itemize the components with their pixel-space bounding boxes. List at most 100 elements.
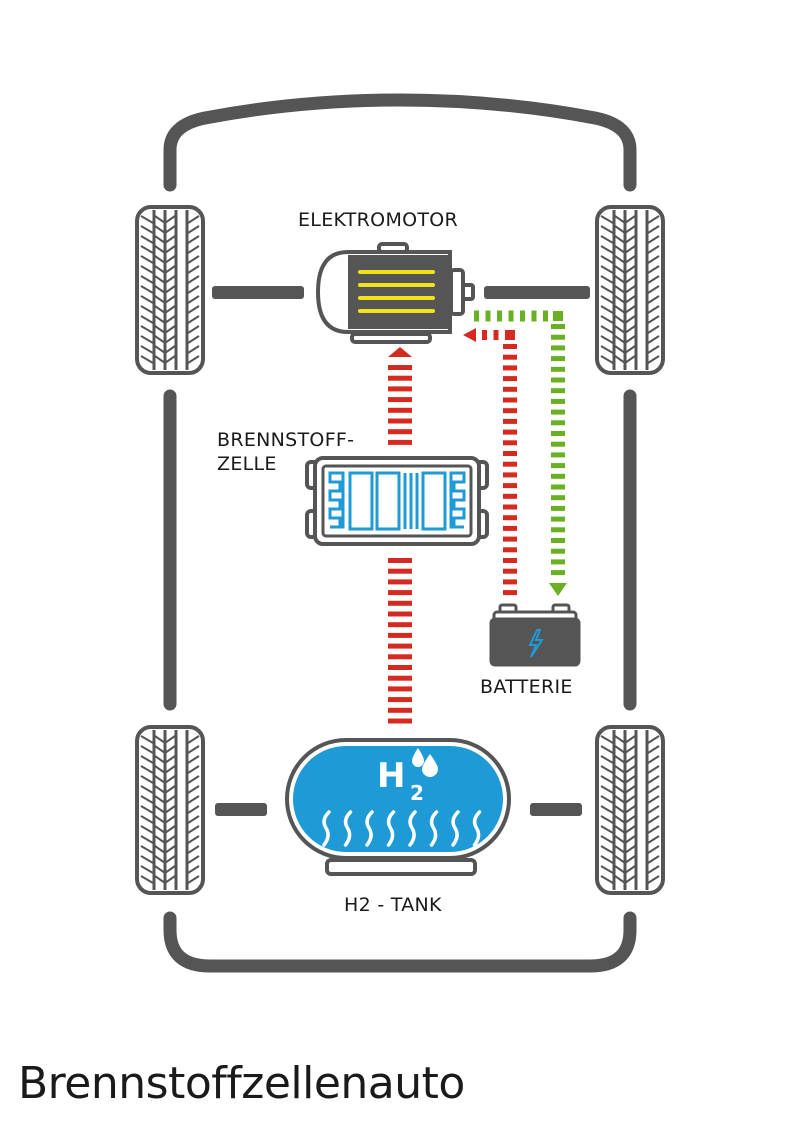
flow-dash — [551, 441, 565, 447]
front-left-wheel — [135, 205, 205, 375]
flow-dash — [551, 570, 565, 576]
motor-coils — [358, 270, 435, 313]
flow-dash — [503, 440, 517, 446]
gas-waves — [322, 810, 482, 847]
flow-dash — [551, 324, 565, 329]
flow-dash — [388, 590, 412, 596]
flow-dash — [388, 718, 412, 724]
flow-dash — [508, 310, 514, 322]
flow-dash — [388, 675, 412, 681]
flow-dash — [551, 495, 565, 501]
flow-dash — [531, 310, 537, 322]
flow-dash — [551, 463, 565, 469]
flow-dash — [551, 409, 565, 415]
flow-dash — [551, 366, 565, 372]
flow-dash — [551, 420, 565, 426]
flow-dash — [388, 407, 412, 413]
flow-dash — [551, 334, 565, 340]
gas-wave — [386, 810, 396, 847]
arrow-up-icon — [388, 347, 412, 357]
flow-dash — [551, 377, 565, 383]
flow-dash — [388, 697, 412, 703]
flow-battery-to-motor — [463, 328, 517, 596]
flow-dash — [503, 386, 517, 392]
flow-dash — [551, 538, 565, 543]
car-body-outline — [163, 93, 637, 973]
axles — [212, 286, 590, 816]
flow-dash — [551, 484, 565, 490]
gas-wave — [472, 810, 482, 847]
flow-dash — [388, 622, 412, 628]
fuel-cell-label-line1: BRENNSTOFF- — [217, 429, 354, 451]
flow-dash — [551, 431, 565, 436]
flow-dash — [503, 397, 517, 403]
rear-left-wheel — [135, 725, 205, 895]
flow-motor-to-battery — [474, 310, 567, 596]
flow-dash — [503, 558, 517, 563]
flow-dash — [388, 365, 412, 370]
flow-dash — [503, 451, 517, 456]
rear-right-axle — [530, 803, 582, 816]
flow-dash — [388, 707, 412, 713]
flow-dash — [503, 493, 517, 499]
flow-dash — [388, 643, 412, 649]
flow-dash — [503, 472, 517, 478]
gas-wave — [408, 810, 417, 847]
flow-dash — [503, 418, 517, 424]
motor-label: ELEKTROMOTOR — [298, 209, 458, 231]
flow-dash — [474, 310, 479, 322]
flow-dash — [503, 461, 517, 467]
fuel-cell-stack — [328, 471, 466, 531]
flow-dash — [551, 345, 565, 351]
front-right-axle — [484, 286, 590, 299]
flow-dash — [485, 310, 491, 322]
flow-dash — [503, 547, 517, 553]
flow-dash — [551, 527, 565, 533]
water-drop-icons — [412, 748, 438, 777]
flow-dash — [551, 505, 565, 511]
flow-dash — [503, 344, 517, 349]
gas-wave — [365, 810, 374, 847]
arrow-down-icon — [549, 583, 567, 596]
flow-dash — [482, 330, 487, 340]
flow-dash — [388, 375, 412, 381]
flow-dash — [551, 452, 565, 458]
flow-dash — [388, 665, 412, 670]
battery-icon — [489, 603, 581, 667]
flow-dash — [388, 397, 412, 403]
flow-dash — [388, 600, 412, 606]
car-rear-arc — [163, 911, 637, 973]
flow-dash — [388, 611, 412, 617]
flow-dash — [551, 548, 565, 554]
rear-right-wheel — [595, 725, 665, 895]
gas-wave — [451, 810, 460, 847]
flow-dash — [503, 590, 517, 596]
gas-wave — [343, 810, 353, 847]
flow-fuel-cell-to-motor — [388, 347, 412, 445]
flow-dash — [551, 559, 565, 565]
flow-dash — [503, 429, 517, 435]
front-left-axle — [212, 286, 304, 299]
fuel-cell-label-line2: ZELLE — [217, 453, 277, 475]
flow-dash — [388, 429, 412, 435]
gas-wave — [429, 810, 439, 847]
flow-dash — [388, 439, 412, 445]
arrow-left-icon — [463, 328, 476, 342]
energy-flows — [388, 310, 567, 724]
flow-dash — [388, 558, 412, 563]
flow-dash — [551, 356, 565, 362]
electric-motor-icon — [315, 242, 475, 344]
flow-dash — [503, 504, 517, 510]
flow-dash — [503, 408, 517, 414]
flow-dash — [503, 376, 517, 382]
flow-dash — [503, 483, 517, 489]
flow-tank-to-fuel-cell — [388, 558, 412, 724]
flow-dash — [497, 310, 502, 322]
tank-label: H2 - TANK — [344, 894, 442, 916]
flow-dash — [388, 386, 412, 392]
flow-dash — [503, 525, 517, 531]
h2-symbol: H — [377, 756, 405, 796]
flow-dash — [503, 568, 517, 574]
flow-dash — [493, 330, 499, 340]
flow-dash — [388, 579, 412, 585]
